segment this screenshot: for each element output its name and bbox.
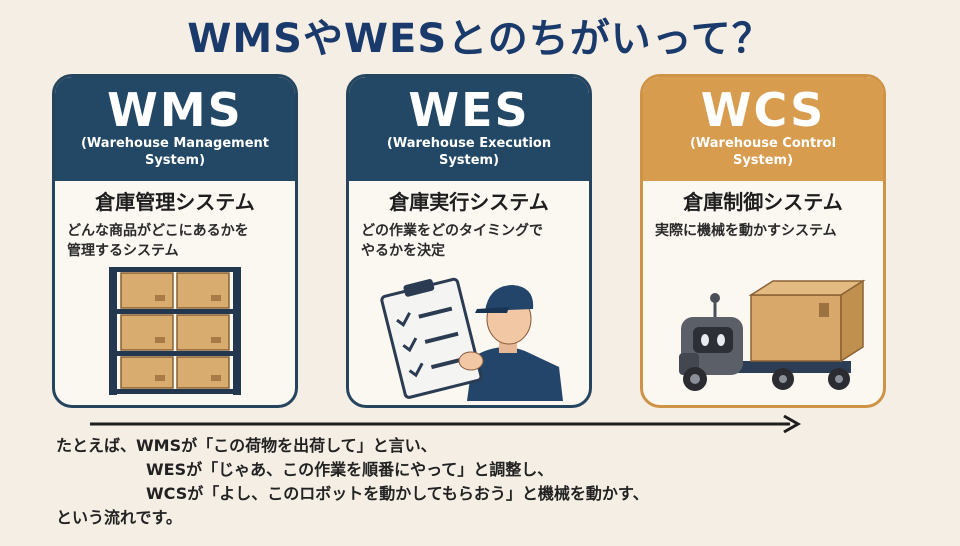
warehouse-shelf-icon bbox=[109, 267, 241, 395]
card-description: どんな商品がどこにあるかを 管理するシステム bbox=[67, 223, 249, 259]
page-title: WMSやWESとのちがいって？ bbox=[187, 16, 773, 62]
card-description: どの作業をどのタイミングで やるかを決定 bbox=[361, 223, 543, 259]
example-line-1: たとえば、WMSが「この荷物を出荷して」と言い、 bbox=[56, 436, 437, 455]
card-fullname-line2: System) bbox=[144, 153, 206, 168]
example-line-4: という流れです。 bbox=[56, 508, 182, 527]
example-line-2: WESが「じゃあ、この作業を順番にやって」と調整し、 bbox=[146, 460, 554, 479]
example-line-3: WCSが「よし、このロボットを動かしてもらおう」と機械を動かす、 bbox=[146, 484, 649, 503]
card-fullname-line2: System) bbox=[732, 153, 794, 168]
card-fullname-line1: (Warehouse Management bbox=[80, 136, 270, 151]
card-header: WCS (Warehouse Control System) bbox=[643, 77, 883, 181]
worker-clipboard-icon bbox=[380, 277, 563, 401]
flow-arrow-icon bbox=[90, 414, 802, 434]
card-fullname-line1: (Warehouse Control bbox=[689, 136, 837, 151]
card-acronym: WCS bbox=[700, 83, 826, 137]
robot-cart-icon bbox=[679, 279, 866, 391]
card-header: WES (Warehouse Execution System) bbox=[349, 77, 589, 181]
card-fullname-line2: System) bbox=[438, 153, 500, 168]
card-jp-name: 倉庫制御システム bbox=[683, 190, 843, 214]
card-acronym: WES bbox=[408, 83, 530, 137]
card-jp-name: 倉庫実行システム bbox=[389, 190, 549, 214]
card-wms: WMS (Warehouse Management System) 倉庫管理シス… bbox=[52, 74, 298, 408]
card-jp-name: 倉庫管理システム bbox=[95, 190, 255, 214]
card-wes: WES (Warehouse Execution System) 倉庫実行システ… bbox=[346, 74, 592, 408]
card-description: 実際に機械を動かすシステム bbox=[655, 223, 837, 239]
card-header: WMS (Warehouse Management System) bbox=[55, 77, 295, 181]
card-wcs: WCS (Warehouse Control System) 倉庫制御システム … bbox=[640, 74, 886, 408]
card-fullname-line1: (Warehouse Execution bbox=[386, 136, 552, 151]
card-acronym: WMS bbox=[107, 83, 243, 137]
